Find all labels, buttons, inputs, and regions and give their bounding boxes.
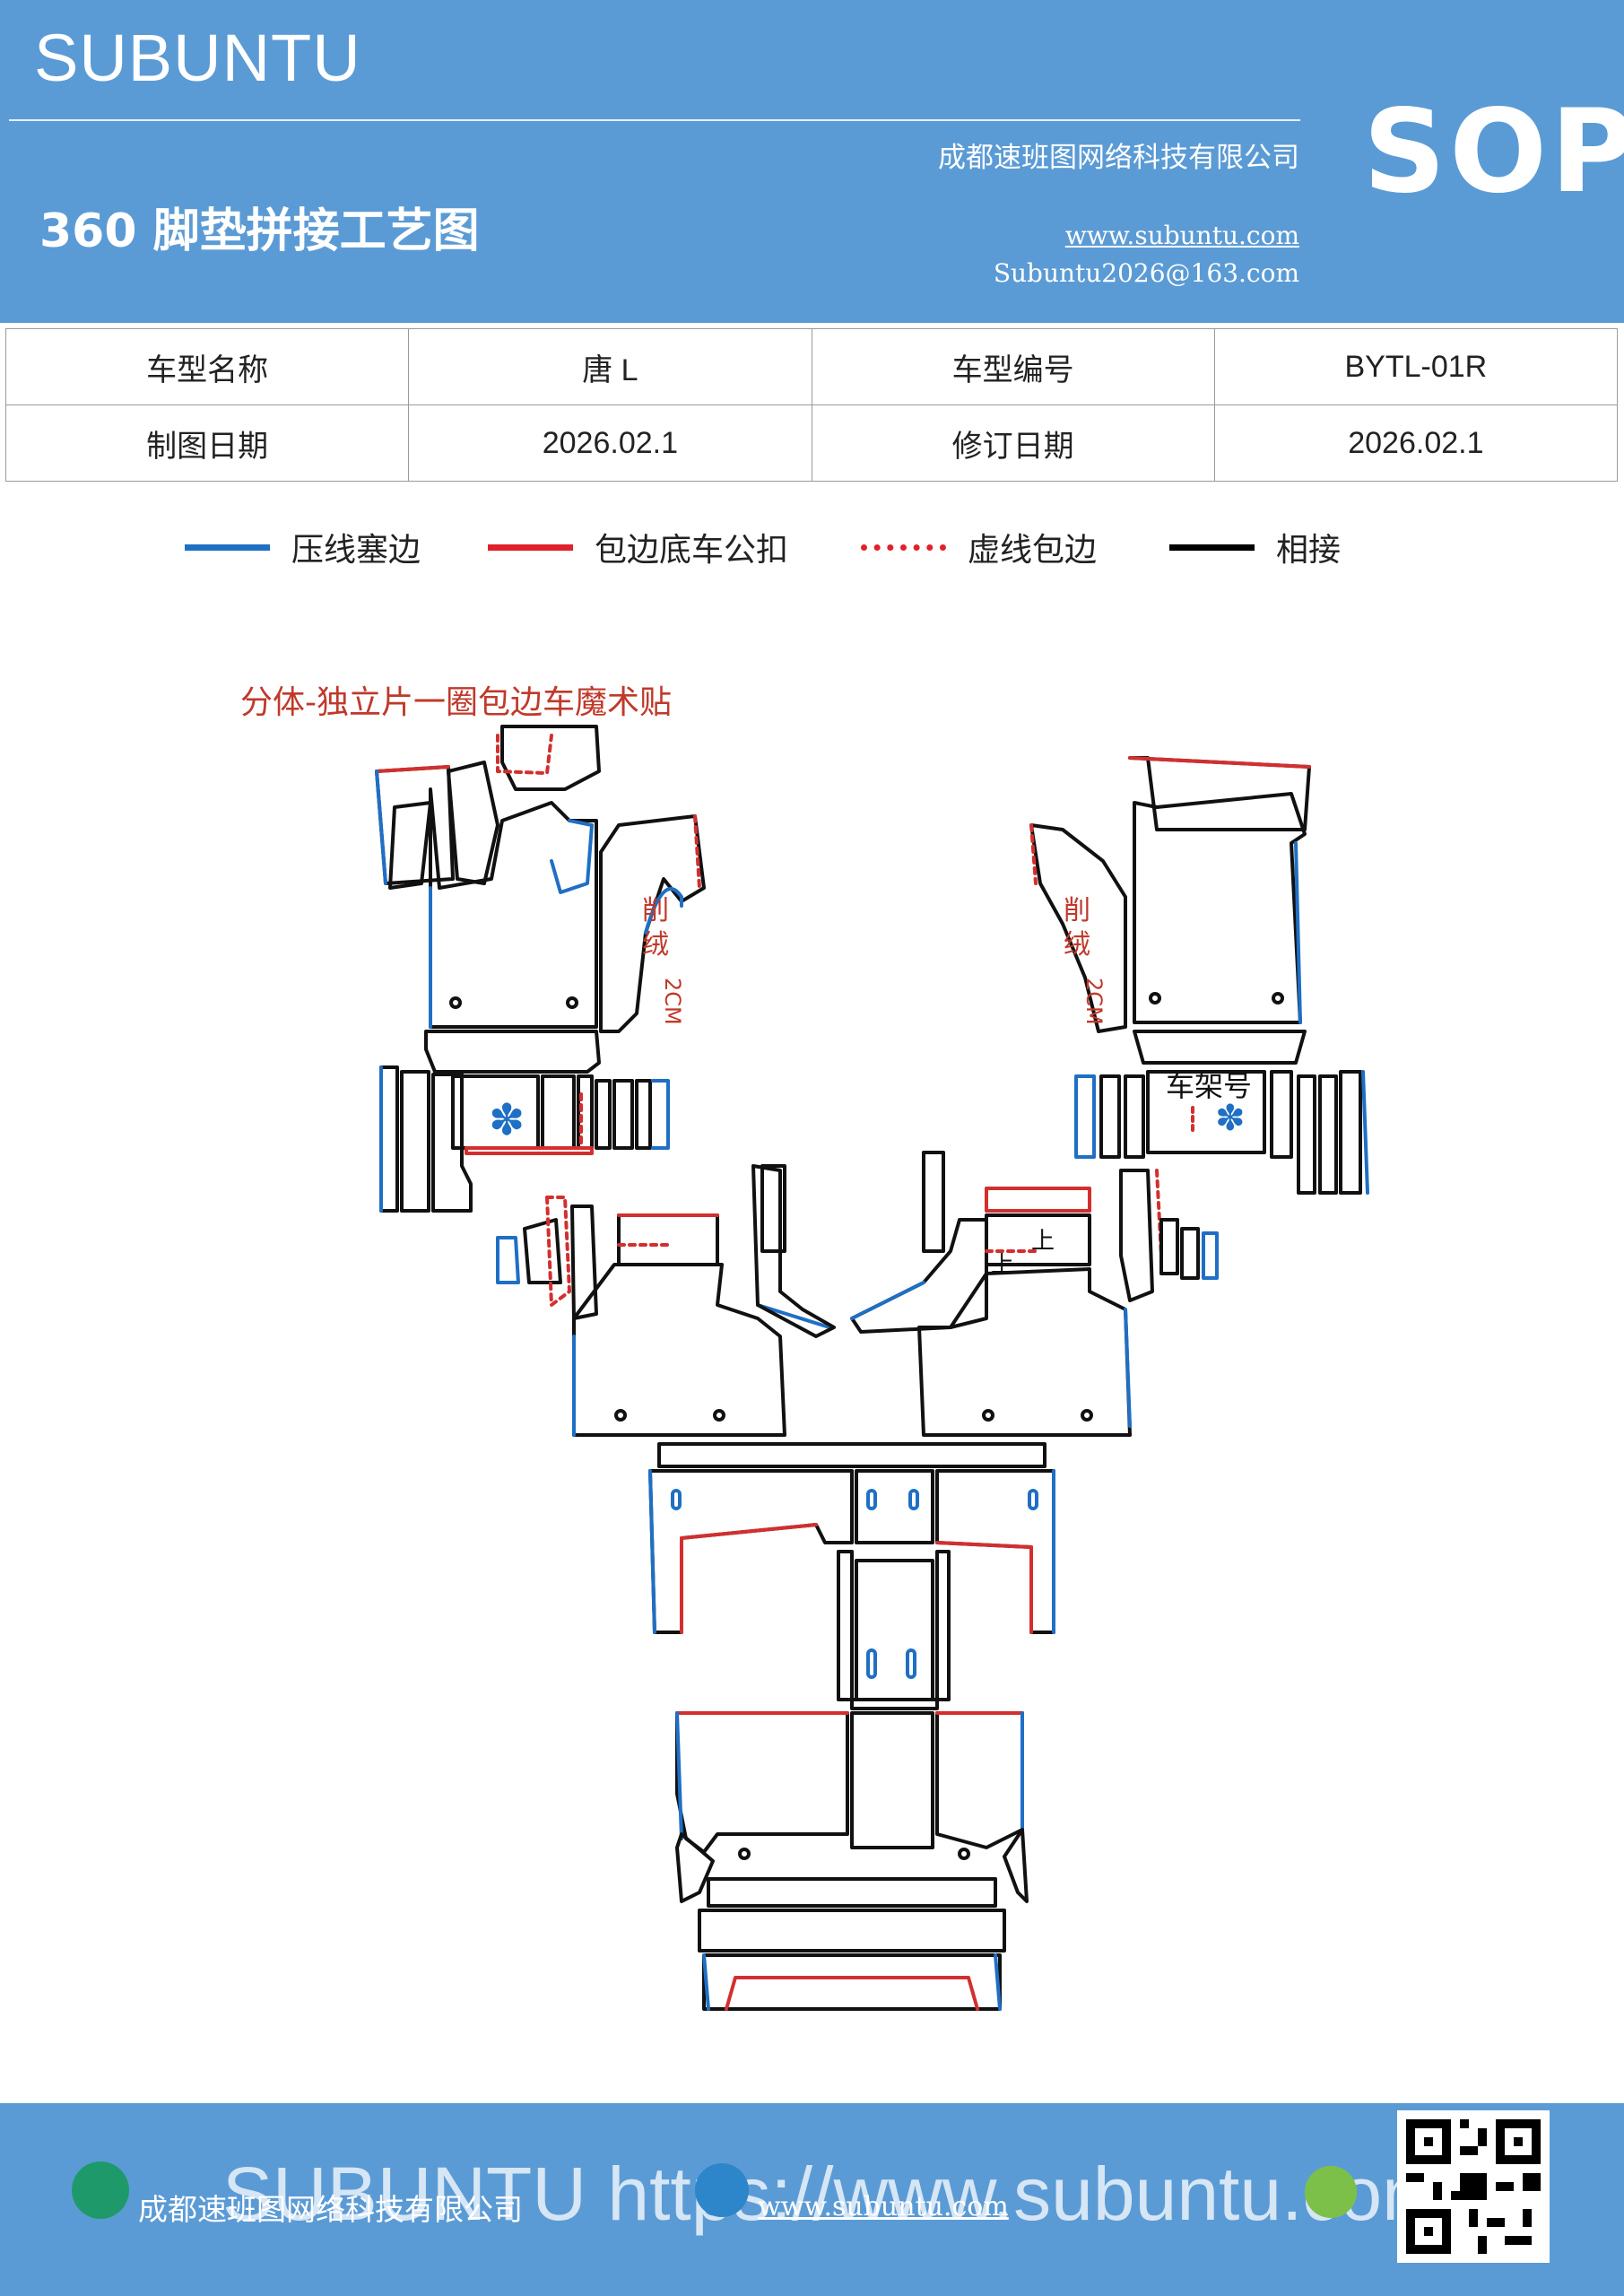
red-line-swatch — [488, 544, 573, 551]
table-cell: 车型名称 — [4, 328, 410, 405]
legend: 压线塞边 包边底车公扣 虚线包边 相接 — [0, 520, 1624, 574]
rear-mat-group — [675, 1711, 1029, 2011]
legend-item-red-dotted: 虚线包边 — [861, 520, 1097, 574]
red-dotted-line-swatch — [861, 544, 946, 551]
trim-label-char: 绒 — [1064, 929, 1090, 961]
globe-icon — [695, 2163, 749, 2217]
document-title: 360 脚垫拼接工艺图 — [39, 204, 480, 258]
legend-label: 虚线包边 — [968, 532, 1098, 569]
middle-bench-group — [648, 1442, 1055, 1710]
black-line-swatch — [1169, 544, 1255, 551]
legend-item-red: 包边底车公扣 — [488, 520, 788, 574]
table-cell: 车型编号 — [811, 328, 1215, 405]
trim-label-char: 2CM — [1081, 978, 1107, 1025]
table-cell: 修订日期 — [811, 404, 1215, 482]
fan-icon: ✽ — [1215, 1098, 1246, 1139]
mat-piece — [375, 765, 455, 885]
table-cell: 2026.02.1 — [1213, 404, 1619, 482]
legend-item-blue: 压线塞边 — [185, 520, 421, 574]
qr-code-pattern — [1397, 2110, 1550, 2263]
trim-label-char: 削 — [1064, 895, 1090, 926]
fan-icon: ✽ — [489, 1095, 525, 1145]
frame-number-label: 车架号 — [1166, 1069, 1252, 1103]
header-banner: SUBUNTU SOP 成都速班图网络科技有限公司 360 脚垫拼接工艺图 ww… — [0, 0, 1624, 323]
sop-badge: SOP — [1363, 85, 1624, 219]
table-cell: BYTL-01R — [1213, 328, 1619, 405]
trim-label-char: 绒 — [642, 929, 669, 961]
legend-label: 压线塞边 — [291, 532, 421, 569]
footer-watermark: SUBUNTU https://www.subuntu.com — [222, 2152, 1446, 2236]
header-divider — [9, 119, 1300, 121]
legend-label: 包边底车公扣 — [595, 532, 789, 569]
header-company-name: 成都速班图网络科技有限公司 — [938, 142, 1299, 174]
floor-mat-diagram: 分体-独立片一圈包边车魔术贴 削 绒 2CM — [240, 684, 1369, 2011]
header-email[interactable]: Subuntu2026@163.com — [993, 258, 1299, 288]
front-right-mat-group: 削 绒 2CM 车架号 ✽ — [1029, 756, 1369, 1195]
blue-line-swatch — [185, 544, 270, 551]
vehicle-info-table: 车型名称 唐 L 车型编号 BYTL-01R 制图日期 2026.02.1 修订… — [4, 328, 1619, 482]
second-row-left-group — [496, 1164, 836, 1437]
building-icon — [72, 2161, 129, 2219]
table-row: 车型名称 唐 L 车型编号 BYTL-01R — [4, 328, 1619, 405]
wechat-icon — [1305, 2166, 1357, 2218]
table-cell: 2026.02.1 — [408, 404, 812, 482]
header-website-link[interactable]: www.subuntu.com — [1064, 221, 1299, 250]
split-piece-note: 分体-独立片一圈包边车魔术贴 — [240, 684, 672, 721]
qr-code[interactable] — [1397, 2110, 1550, 2263]
brand-logo-text: SUBUNTU — [34, 21, 361, 95]
table-cell: 制图日期 — [4, 404, 410, 482]
trim-label-char: 2CM — [660, 978, 685, 1025]
legend-item-black: 相接 — [1169, 520, 1341, 574]
footer-website-link[interactable]: www.subuntu.com — [758, 2191, 1009, 2222]
footer-company-name: 成都速班图网络科技有限公司 — [138, 2192, 523, 2227]
legend-label: 相接 — [1276, 532, 1342, 569]
table-cell: 唐 L — [408, 328, 812, 405]
table-row: 制图日期 2026.02.1 修订日期 2026.02.1 — [4, 404, 1619, 482]
trim-label-char: 削 — [642, 895, 669, 926]
front-left-mat-group: 削 绒 2CM ✽ — [375, 725, 706, 1213]
second-row-right-group: 上 上 — [850, 1151, 1219, 1437]
